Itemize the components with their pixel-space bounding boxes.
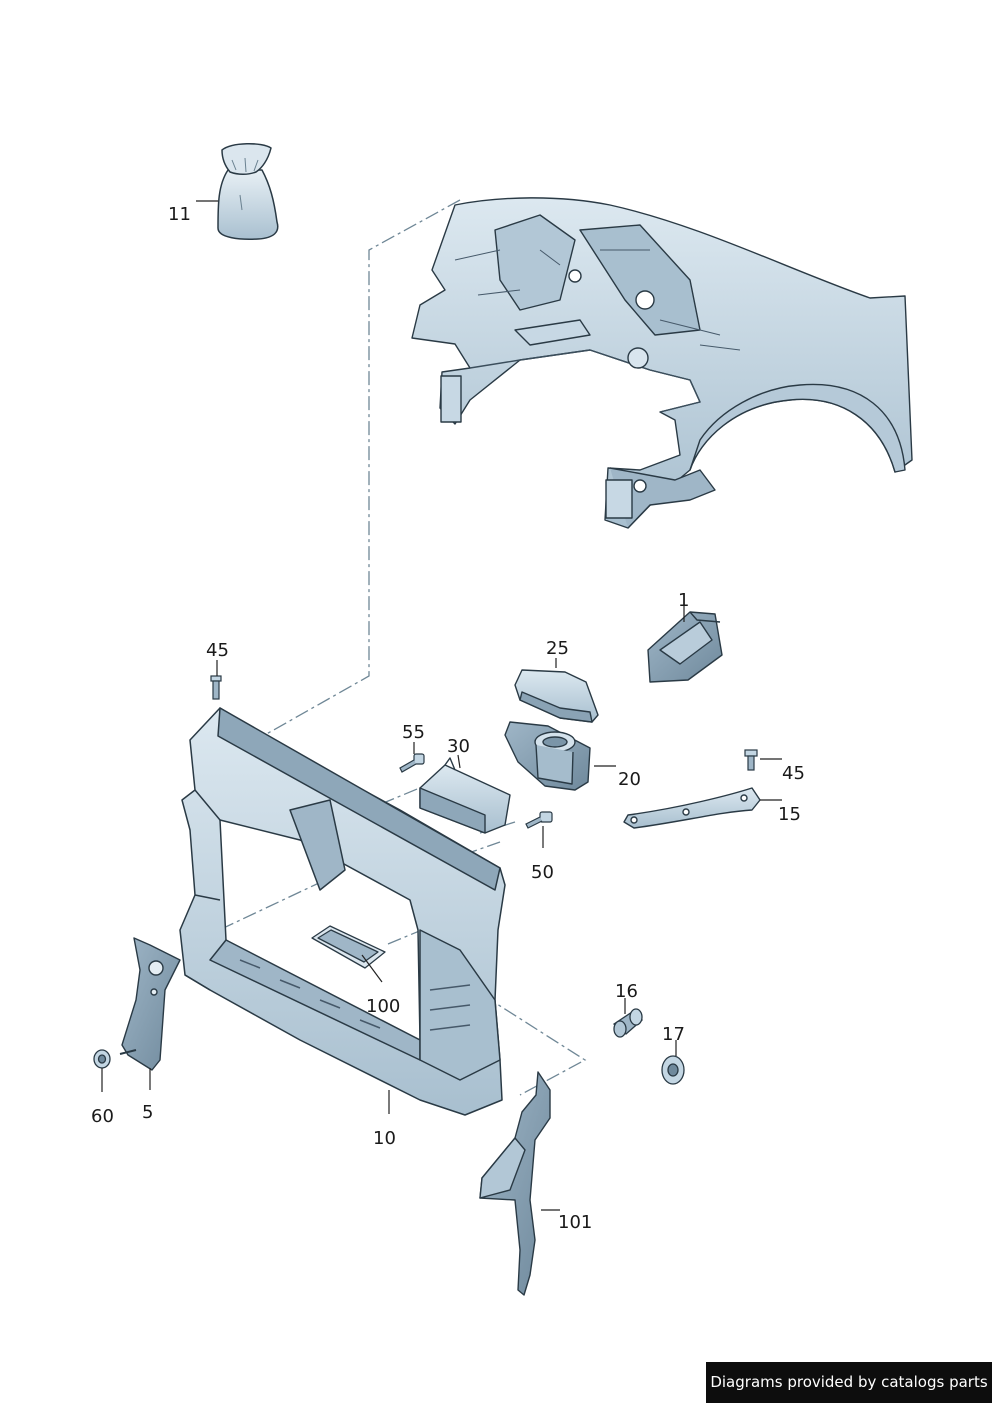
air-guide-part-25 (514, 669, 599, 723)
callout-17: 17 (662, 1024, 685, 1045)
bush-part-16 (612, 1008, 644, 1038)
callout-10: 10 (373, 1128, 396, 1149)
strut-part-15 (623, 787, 761, 829)
screw-part-45-right (744, 749, 758, 771)
air-deflector-part-101 (479, 1071, 551, 1296)
callout-55: 55 (402, 722, 425, 743)
callout-100: 100 (366, 996, 401, 1017)
air-intake-part-20 (504, 721, 591, 791)
nut-part-60 (93, 1049, 137, 1069)
callout-20: 20 (618, 769, 641, 790)
callout-5: 5 (142, 1102, 154, 1123)
vehicle-body-front-end (411, 197, 913, 529)
callout-25: 25 (546, 638, 569, 659)
callout-1: 1 (678, 590, 690, 611)
callout-45-right: 45 (782, 763, 805, 784)
callout-45-top: 45 (206, 640, 229, 661)
front-carrier-part-10 (179, 707, 506, 1116)
bracket-part-1 (647, 611, 723, 683)
callout-15: 15 (778, 804, 801, 825)
credit-banner: Diagrams provided by catalogs parts (706, 1362, 992, 1403)
label-part-100 (311, 925, 386, 969)
screw-part-50 (525, 811, 553, 829)
sealant-bag-part-11 (217, 143, 279, 240)
callout-30: 30 (447, 736, 470, 757)
duct-part-30 (419, 757, 511, 834)
callout-50: 50 (531, 862, 554, 883)
screw-part-45-top (210, 675, 222, 700)
callout-101: 101 (558, 1212, 593, 1233)
callout-16: 16 (615, 981, 638, 1002)
screw-part-55 (399, 753, 425, 773)
callout-11: 11 (168, 204, 191, 225)
side-bracket-part-5 (121, 937, 181, 1071)
leader-lines (101, 200, 782, 1211)
callout-60: 60 (91, 1106, 114, 1127)
clip-part-17 (661, 1055, 685, 1085)
